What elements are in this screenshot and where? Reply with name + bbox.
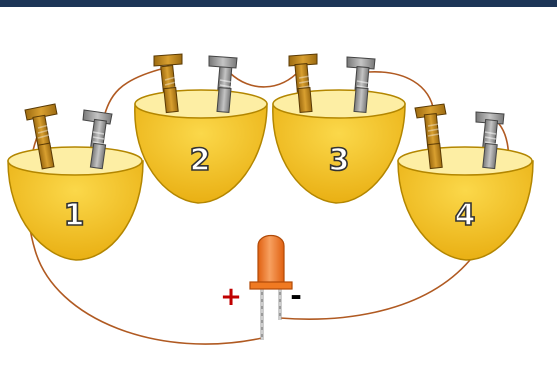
- led-rim: [249, 281, 293, 290]
- copper-electrode-cup3-front: [297, 86, 313, 114]
- led-body: [257, 234, 285, 285]
- zinc-electrode-cup2-front: [216, 86, 232, 114]
- header-bar: [0, 0, 557, 7]
- copper-electrode-cup2-front: [163, 86, 179, 114]
- zinc-electrode-cup4-front: [482, 142, 498, 170]
- cup-3-number: 3: [329, 143, 350, 178]
- cup-4: 4: [397, 103, 534, 261]
- copper-electrode-cup4-front: [427, 142, 443, 170]
- wire-cup2-to-cup3: [229, 69, 301, 88]
- zinc-electrode-cup1-front: [89, 142, 107, 170]
- cup-2: 2: [134, 53, 268, 204]
- led-minus-label: -: [290, 279, 302, 312]
- led: + -: [220, 234, 302, 340]
- cup-4-number: 4: [455, 198, 476, 233]
- cup-1-number: 1: [64, 198, 85, 233]
- led-plus-label: +: [220, 282, 242, 312]
- wire-cup3-to-cup4: [367, 71, 435, 113]
- cup-1: 1: [7, 103, 144, 261]
- cup-3: 3: [272, 53, 406, 204]
- cup-2-number: 2: [190, 143, 211, 178]
- copper-electrode-cup1-front: [37, 142, 55, 170]
- zinc-electrode-cup3-front: [353, 86, 369, 114]
